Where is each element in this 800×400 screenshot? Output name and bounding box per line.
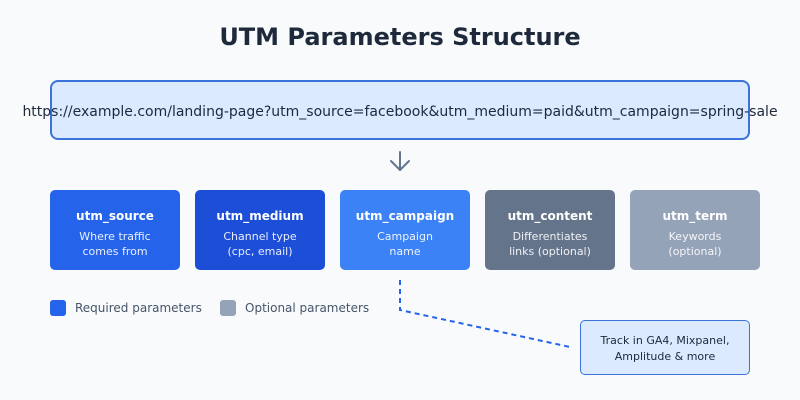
param-description: Channel type (cpc, email)	[223, 230, 297, 258]
param-name: utm_content	[507, 209, 593, 223]
param-box-utm-content: utm_content Differentiates links (option…	[485, 190, 615, 270]
param-description: Where traffic comes from	[79, 230, 151, 258]
param-name: utm_medium	[216, 209, 304, 223]
param-name: utm_source	[76, 209, 154, 223]
legend-label-required: Required parameters	[75, 301, 202, 315]
url-box	[50, 80, 750, 140]
param-description: Differentiates links (optional)	[509, 230, 591, 258]
param-box-utm-campaign: utm_campaign Campaign name	[340, 190, 470, 270]
param-name: utm_campaign	[355, 209, 455, 223]
tracking-note: Track in GA4, Mixpanel, Amplitude & more	[600, 334, 730, 363]
tracking-note-box	[580, 320, 750, 375]
legend-label-optional: Optional parameters	[245, 301, 370, 315]
param-name: utm_term	[662, 209, 728, 223]
legend-swatch-optional	[220, 300, 236, 316]
legend-swatch-required	[50, 300, 66, 316]
diagram-title: UTM Parameters Structure	[219, 23, 581, 51]
param-box-utm-source: utm_source Where traffic comes from	[50, 190, 180, 270]
arrow-down-icon	[390, 151, 410, 171]
param-box-utm-term: utm_term Keywords (optional)	[630, 190, 760, 270]
example-url: https://example.com/landing-page?utm_sou…	[22, 104, 778, 120]
param-description: Campaign name	[377, 230, 433, 258]
param-box-utm-medium: utm_medium Channel type (cpc, email)	[195, 190, 325, 270]
param-description: Keywords (optional)	[668, 230, 722, 258]
